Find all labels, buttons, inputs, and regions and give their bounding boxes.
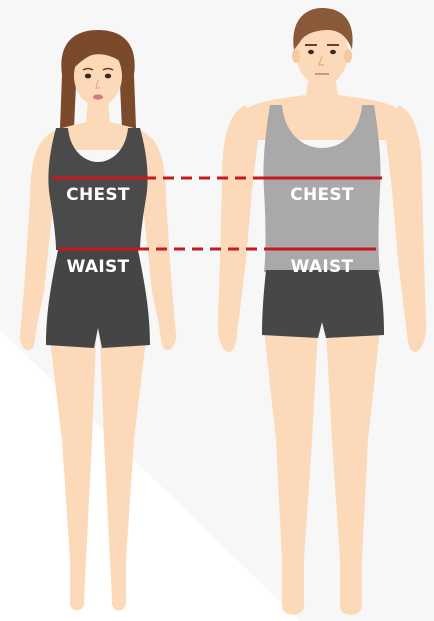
woman-left-eye xyxy=(85,74,91,79)
man-chest-label: CHEST xyxy=(290,185,354,205)
woman-lips xyxy=(93,94,103,99)
man-left-ear xyxy=(292,49,300,63)
woman-left-leg xyxy=(50,340,96,610)
woman-chest-label: CHEST xyxy=(66,185,130,205)
woman-right-eye xyxy=(105,74,111,79)
man-waist-label: WAIST xyxy=(291,257,354,277)
woman-right-leg xyxy=(100,340,146,610)
man-left-eye xyxy=(308,50,314,54)
man-right-eye xyxy=(330,50,336,54)
man-right-ear xyxy=(344,49,352,63)
woman-waist-label: WAIST xyxy=(67,257,130,277)
